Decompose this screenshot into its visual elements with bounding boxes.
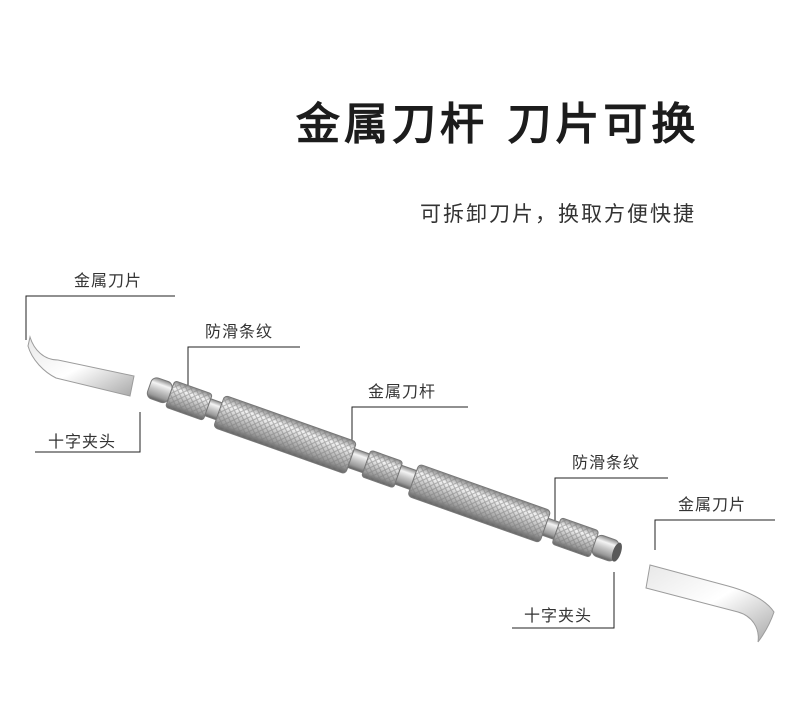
callout-line-chuck-right (512, 572, 615, 629)
callout-lines (25, 295, 775, 629)
callout-line-grip-left (187, 346, 300, 385)
callout-line-blade-left (25, 295, 175, 340)
page-title: 金属刀杆 刀片可换 (296, 99, 700, 150)
label-chuck-right: 十字夹头 (524, 606, 593, 625)
label-grip-right: 防滑条纹 (572, 453, 641, 472)
callout-line-grip-right (554, 477, 668, 528)
page-subtitle: 可拆卸刀片，换取方便快捷 (420, 202, 696, 226)
callout-line-blade-right (654, 519, 775, 550)
label-chuck-left: 十字夹头 (48, 432, 117, 451)
blade-right-graphic (645, 564, 775, 643)
label-grip-left: 防滑条纹 (205, 322, 274, 341)
blade-left-graphic (27, 335, 135, 397)
handle-graphic (146, 377, 622, 562)
label-blade-left: 金属刀片 (74, 271, 143, 290)
label-handle: 金属刀杆 (368, 382, 437, 401)
callout-line-chuck-left (35, 412, 141, 453)
callout-line-handle (351, 406, 468, 450)
label-blade-right: 金属刀片 (678, 495, 747, 514)
